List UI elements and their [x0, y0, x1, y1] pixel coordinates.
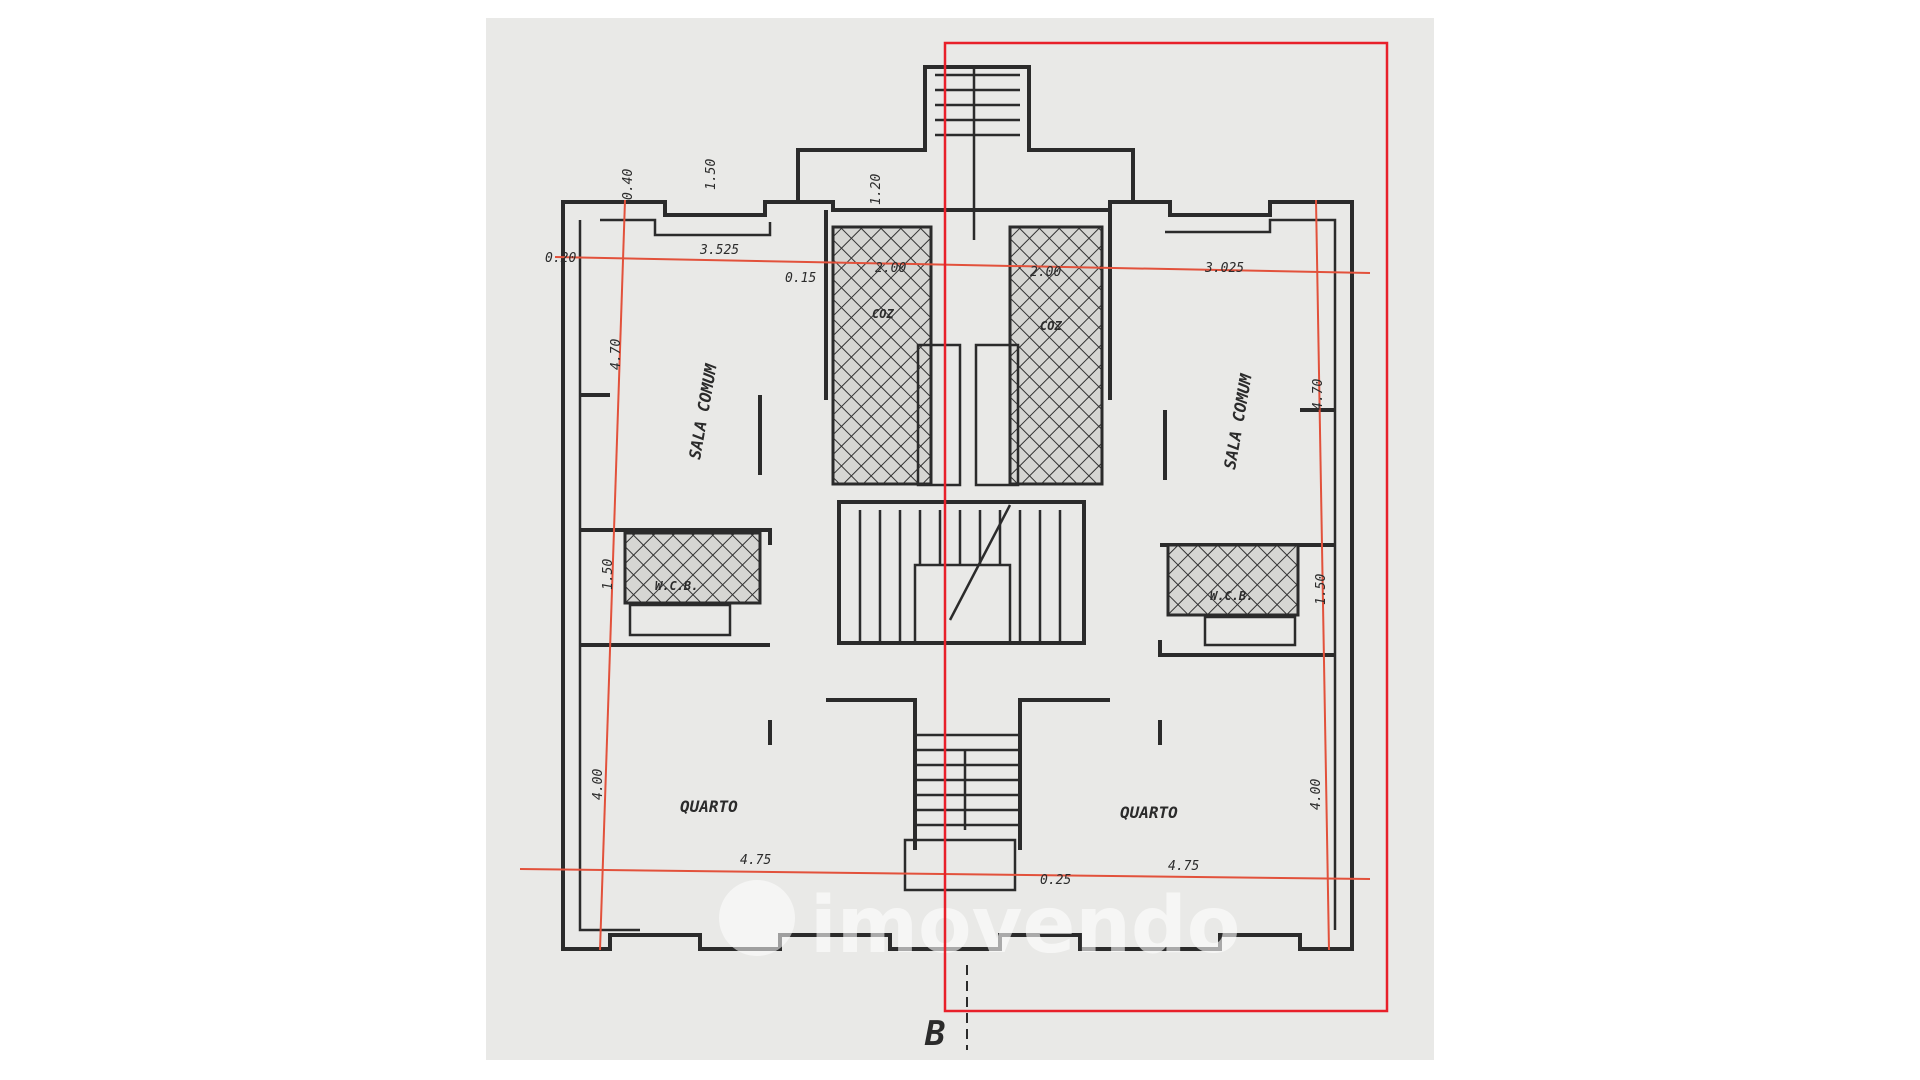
- right-wc-hatch: [1166, 543, 1300, 617]
- highlight-frame: [943, 41, 1389, 1013]
- dim-top-left: 3.525: [699, 243, 739, 258]
- dim-wall-150: 1.50: [704, 159, 719, 190]
- watermark-logo-icon: [719, 880, 795, 956]
- dim-top-right: 3.025: [1204, 261, 1244, 276]
- dimension-lines: [519, 199, 1371, 951]
- dim-wall-015: 0.15: [785, 271, 816, 286]
- dim-right-wc: 1.50: [1314, 574, 1329, 605]
- right-kitchen-label: COZ: [1040, 319, 1062, 333]
- right-bedroom-label: QUARTO: [1120, 803, 1178, 822]
- left-bathtub: [628, 603, 732, 637]
- right-kitchen-hatch: [1008, 225, 1104, 486]
- dim-wall-020: 0.20: [545, 251, 576, 266]
- dim-left-living: 4.70: [609, 339, 624, 370]
- dim-left-bedroom: 4.00: [591, 769, 606, 800]
- dim-left-wc: 1.50: [601, 559, 616, 590]
- left-wc-label: W.C.B.: [655, 579, 698, 593]
- right-bathtub: [1203, 615, 1297, 647]
- dim-bottom-right: 4.75: [1168, 859, 1199, 874]
- dim-right-living: 4.70: [1311, 379, 1326, 410]
- dim-kitchen-left: 2.00: [875, 261, 906, 276]
- lower-stair: [903, 733, 1020, 892]
- watermark-text: imovendo: [810, 881, 1240, 971]
- imovendo-watermark: imovendo: [719, 880, 1240, 971]
- interior-walls: [580, 210, 1335, 850]
- section-marker: B: [924, 1014, 945, 1054]
- left-duct: [916, 343, 962, 487]
- dim-bottom-left: 4.75: [740, 853, 771, 868]
- right-duct: [974, 343, 1020, 487]
- dim-right-bedroom: 4.00: [1309, 779, 1324, 810]
- left-wc-hatch: [623, 531, 762, 605]
- right-wc-label: W.C.B.: [1210, 589, 1253, 603]
- left-kitchen-label: COZ: [872, 307, 894, 321]
- dim-wall-040: 0.40: [621, 169, 636, 200]
- left-kitchen-hatch: [831, 225, 933, 486]
- left-bedroom-label: QUARTO: [680, 797, 738, 816]
- dim-kitchen-right: 2.00: [1030, 265, 1061, 280]
- dim-wall-120: 1.20: [869, 174, 884, 205]
- outer-walls: [561, 200, 1354, 951]
- central-stairwell: [837, 500, 1086, 645]
- dim-wall-025: 0.25: [1040, 873, 1071, 888]
